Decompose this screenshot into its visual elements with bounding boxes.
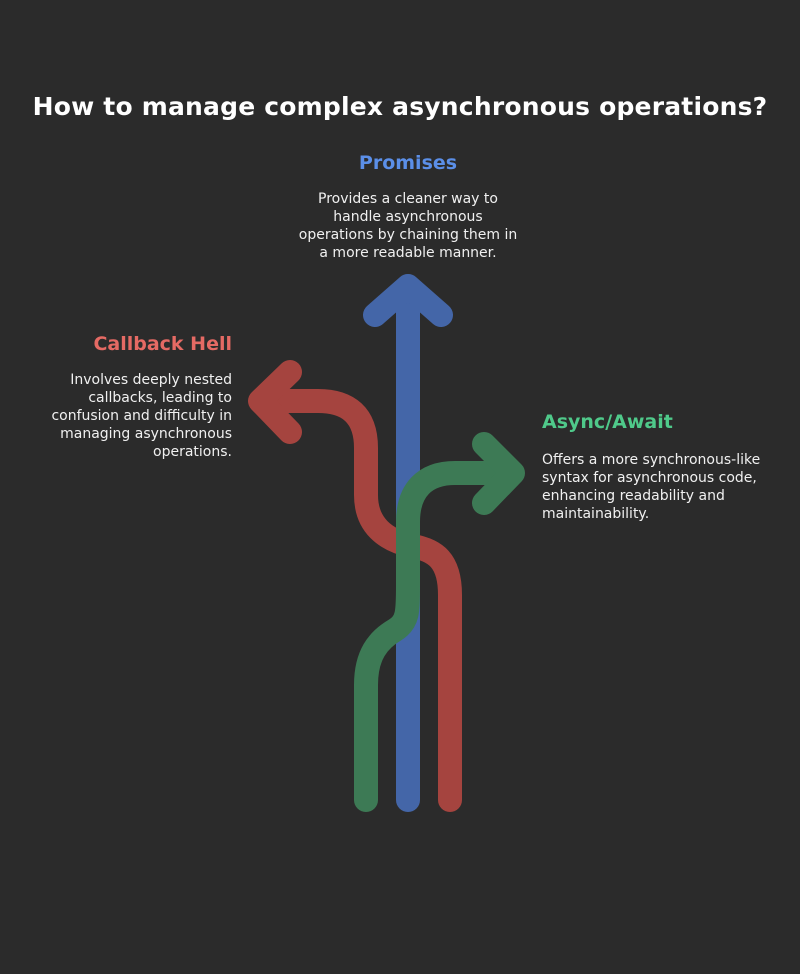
promises-description: Provides a cleaner way to handle asynchr… <box>298 191 518 261</box>
callback-hell-arrow <box>248 360 462 812</box>
callback-hell-description: Involves deeply nested callbacks, leadin… <box>51 372 232 460</box>
async-await-description: Offers a more synchronous-like syntax fo… <box>542 452 761 522</box>
async-await-heading: Async/Await <box>542 411 673 433</box>
callback-hell-heading: Callback Hell <box>93 333 232 355</box>
async-await-arrow <box>354 432 525 812</box>
diagram-title: How to manage complex asynchronous opera… <box>32 92 768 121</box>
promises-heading: Promises <box>358 152 458 174</box>
